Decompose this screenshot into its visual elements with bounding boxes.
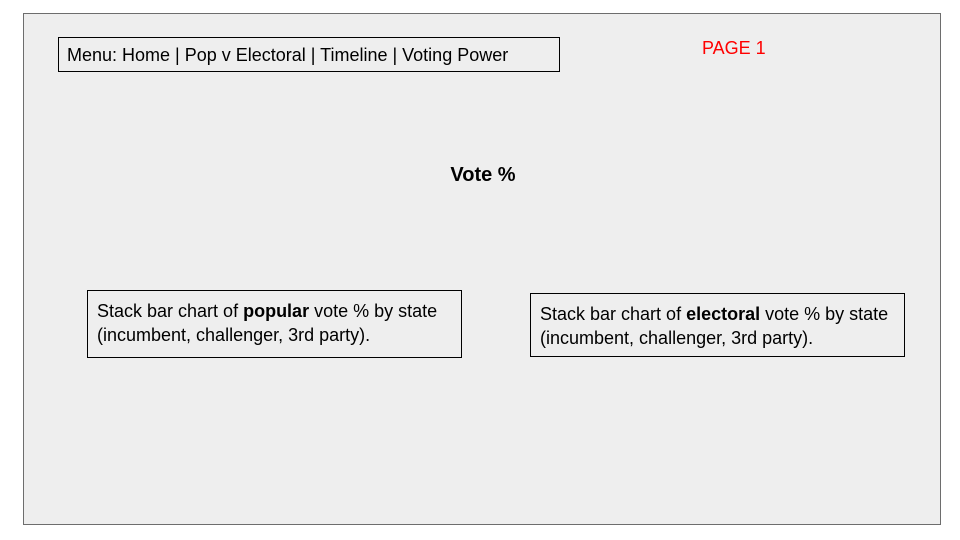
note-text-bold: popular	[243, 301, 310, 321]
menu-bar[interactable]: Menu: Home | Pop v Electoral | Timeline …	[58, 37, 560, 72]
note-text-before: Stack bar chart of	[540, 304, 687, 324]
popular-vote-chart-placeholder: Stack bar chart of popular vote % by sta…	[87, 290, 462, 358]
note-text-after: vote % by state (incumbent, challenger, …	[97, 301, 438, 345]
wireframe-canvas: Menu: Home | Pop v Electoral | Timeline …	[23, 13, 941, 525]
note-text-before: Stack bar chart of	[97, 301, 244, 321]
page-label: PAGE 1	[702, 38, 766, 58]
menu-text[interactable]: Menu: Home | Pop v Electoral | Timeline …	[67, 45, 509, 65]
page-title: Vote %	[450, 164, 516, 186]
note-text-after: vote % by state (incumbent, challenger, …	[540, 304, 889, 348]
note-text-bold: electoral	[686, 304, 761, 324]
electoral-vote-chart-placeholder: Stack bar chart of electoral vote % by s…	[530, 293, 905, 357]
